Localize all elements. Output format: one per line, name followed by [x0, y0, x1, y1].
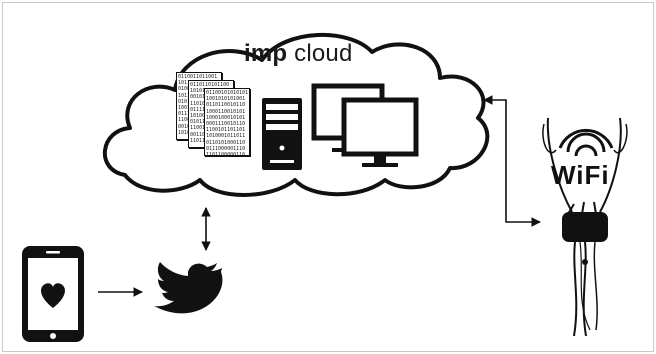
smartphone-heart-icon [22, 246, 84, 342]
binary-line: 1100101101101 [206, 127, 246, 134]
binary-line: 0110101000110 [206, 139, 246, 146]
binary-line: 1101100000110 [206, 152, 246, 156]
arrow-cloud-device [483, 95, 541, 227]
server-tower-icon [262, 98, 302, 170]
binary-data-pages: 0110011011001 10110011010101 01001101011… [176, 72, 254, 158]
binary-line: 0111000001110 [206, 145, 246, 152]
binary-line: 1001010101001 [206, 96, 246, 103]
binary-line: 0110110101100 [190, 82, 230, 88]
wifi-label: WiFi [551, 160, 610, 190]
binary-line: 0110011011001 [178, 74, 218, 80]
monitor-icon [311, 83, 419, 167]
binary-line: 1000100010101 [206, 114, 246, 121]
binary-line: 0001110010110 [206, 121, 246, 128]
twitter-bird-icon [154, 262, 223, 314]
wifi-necklace-device-icon [542, 117, 628, 337]
binary-line: 1010001011011 [206, 133, 246, 140]
cloud-title-word: cloud [294, 40, 353, 67]
binary-page: 01100101010101 1001010101001 01101100101… [204, 88, 250, 156]
binary-line: 1000110010101 [206, 108, 246, 115]
cloud-title-brand: imp [244, 40, 288, 67]
binary-line: 01100101010101 [206, 90, 249, 96]
binary-line: 0110110010110 [206, 102, 246, 109]
cloud-title: imp cloud [244, 40, 353, 68]
